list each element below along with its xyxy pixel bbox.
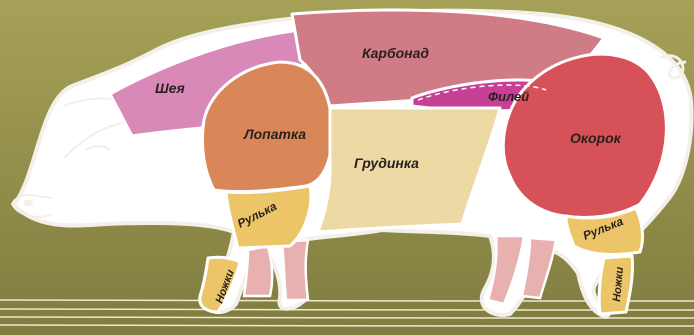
label-ham: Окорок — [570, 130, 622, 146]
nostril — [24, 201, 32, 206]
front-leg-inner — [244, 246, 272, 296]
front-leg-outer — [282, 240, 308, 300]
label-brisket: Грудинка — [354, 155, 419, 171]
label-loin: Карбонад — [362, 45, 429, 61]
label-tenderloin: Филей — [488, 89, 529, 104]
label-neck: Шея — [155, 80, 185, 96]
label-shoulder: Лопатка — [243, 126, 306, 142]
